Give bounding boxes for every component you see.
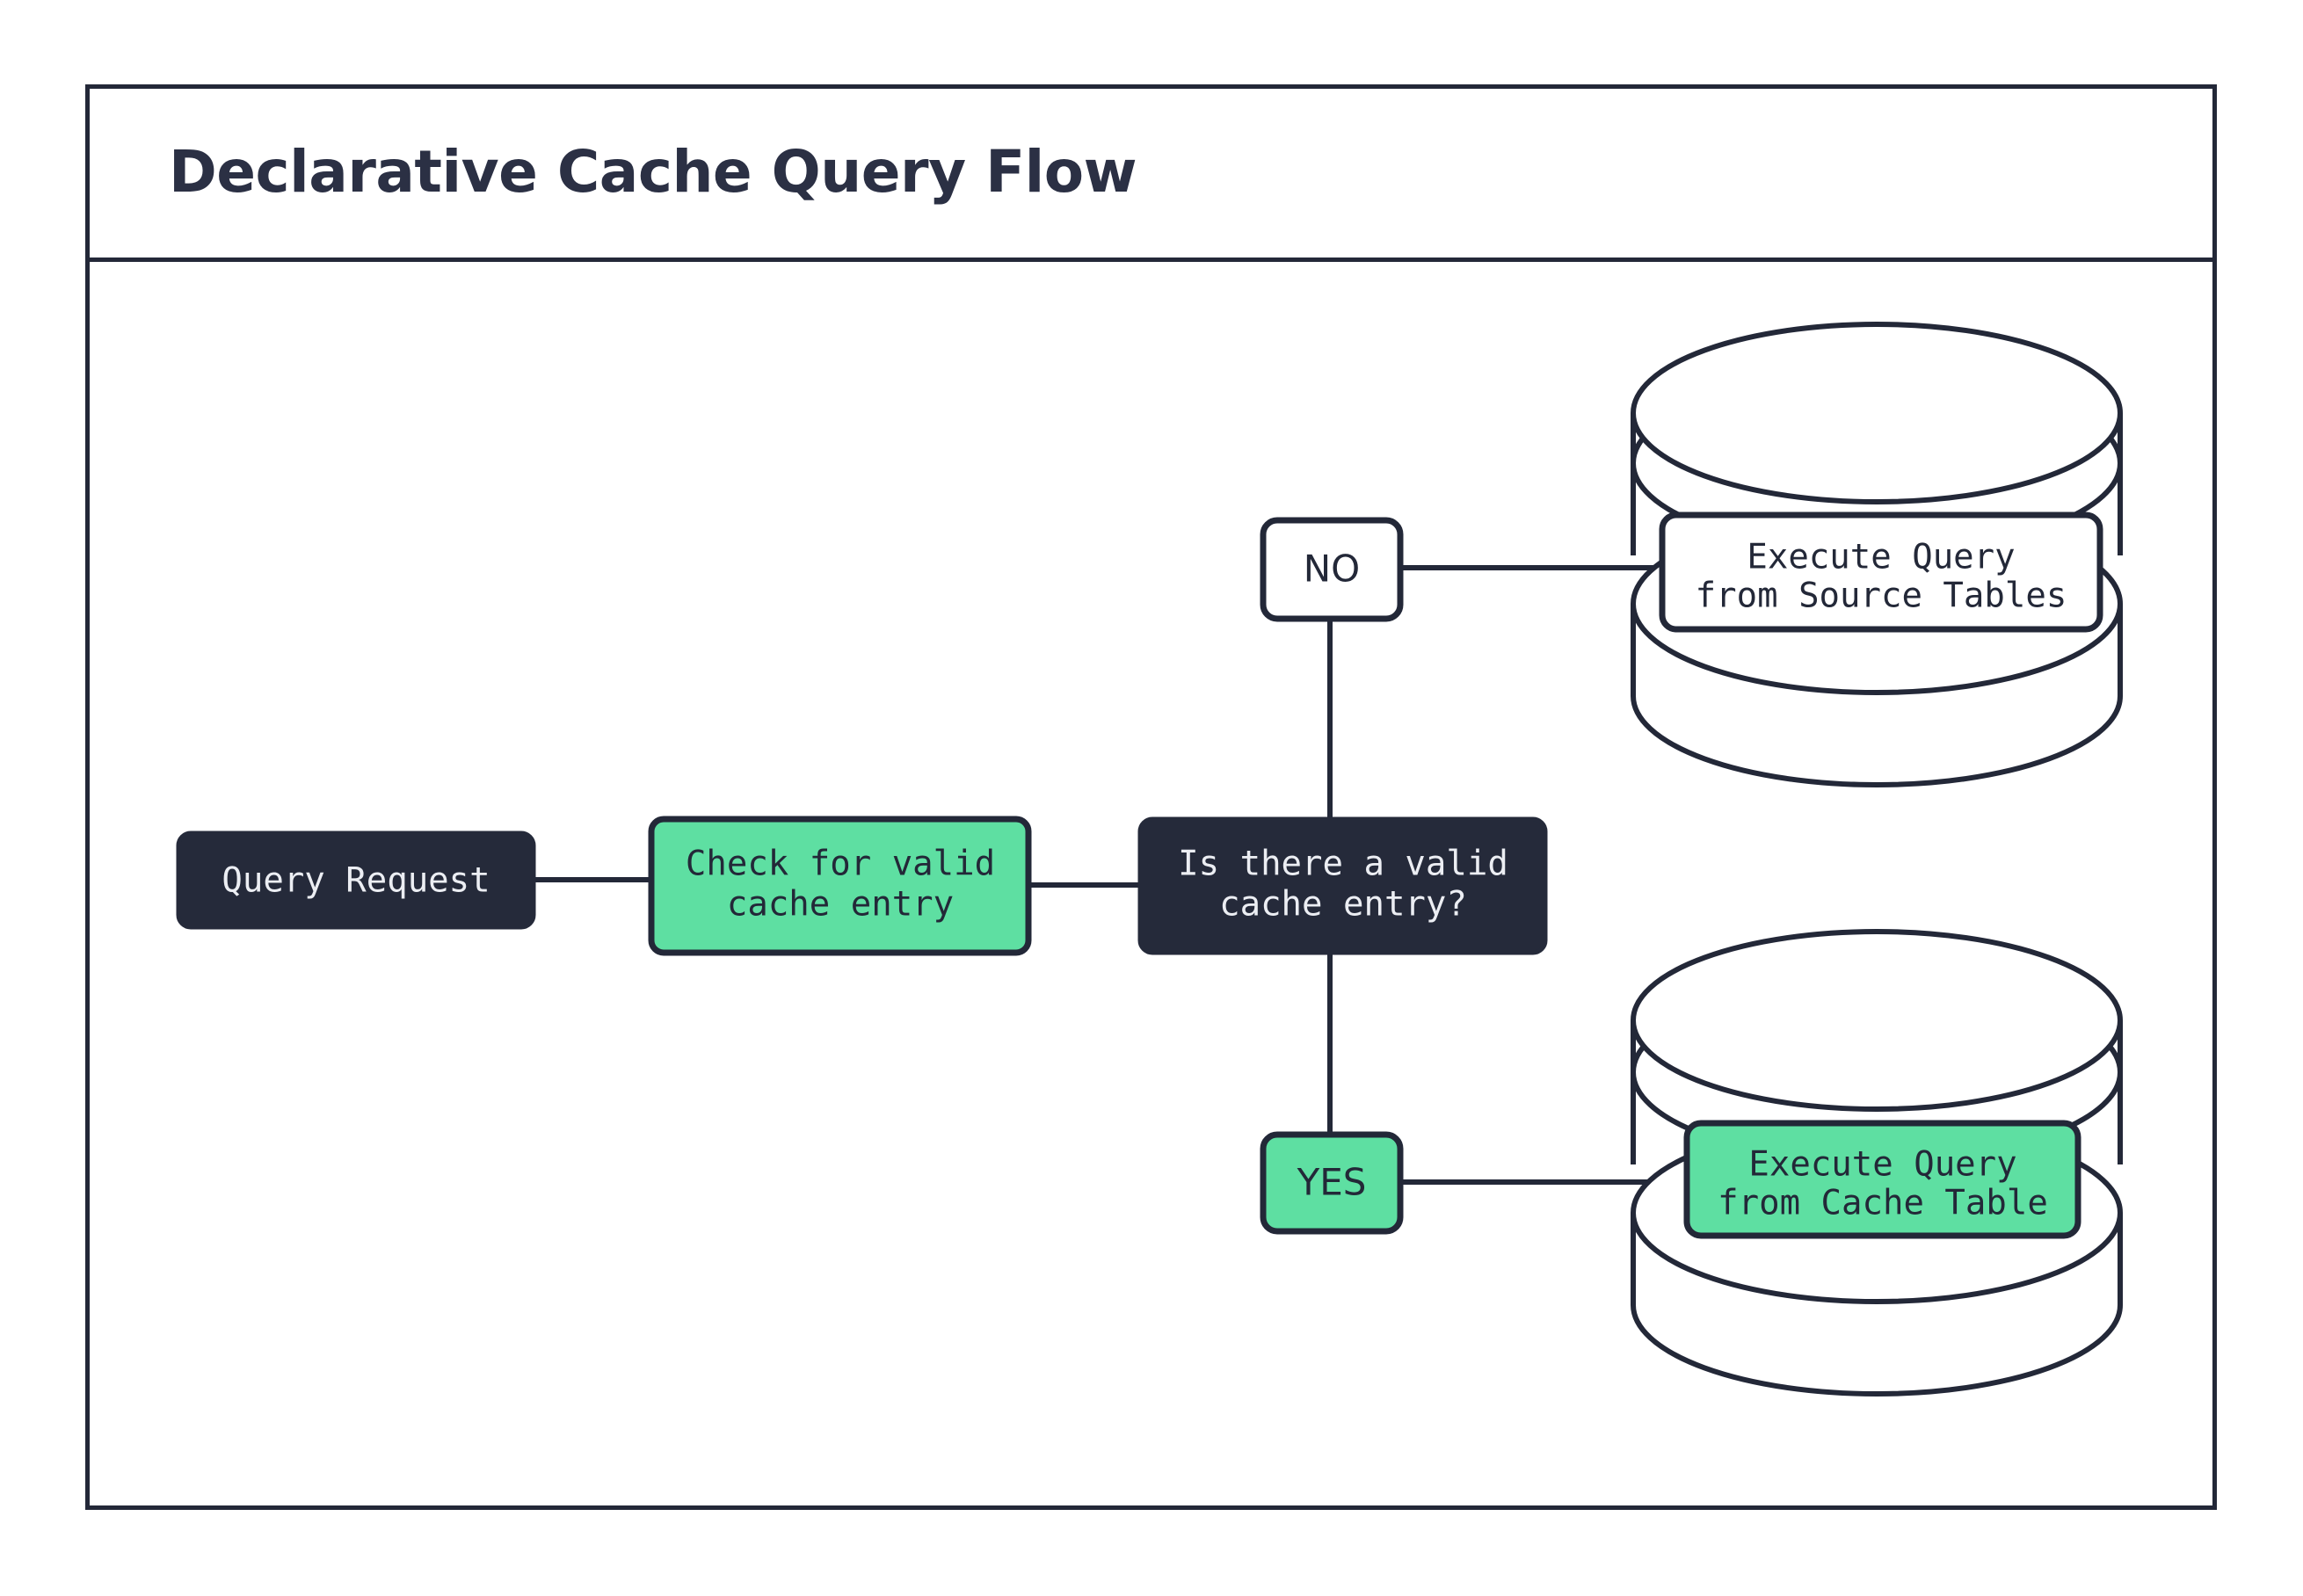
source-tables-label-line1: Execute Query	[1747, 538, 2015, 577]
page-title: Declarative Cache Query Flow	[169, 138, 1137, 206]
cache-table-label-box[interactable]: Execute Query from Cache Table	[1683, 1120, 2081, 1239]
decision-rect[interactable]	[1137, 816, 1548, 955]
node-check-cache[interactable]: Check for valid cache entry	[648, 816, 1032, 956]
check-cache-rect[interactable]	[648, 816, 1032, 956]
source-tables-label-line2: from Source Tables	[1696, 577, 2067, 616]
decision-label-line1: Is there a valid	[1178, 845, 1508, 884]
query-request-label: Query Request	[222, 861, 490, 901]
no-label-rect[interactable]	[1260, 517, 1404, 622]
yes-label-rect[interactable]	[1260, 1131, 1404, 1235]
no-label-text: NO	[1304, 548, 1360, 591]
branch-label-yes[interactable]: YES	[1260, 1131, 1404, 1235]
cache-table-label-line1: Execute Query	[1748, 1145, 2016, 1185]
source-tables-label-rect[interactable]	[1659, 511, 2103, 633]
source-tables-label-box[interactable]: Execute Query from Source Tables	[1659, 511, 2103, 633]
cache-table-label-line2: from Cache Table	[1718, 1184, 2048, 1223]
yes-label-text: YES	[1297, 1161, 1367, 1204]
node-query-request[interactable]: Query Request	[176, 831, 536, 930]
node-decision-valid-cache[interactable]: Is there a valid cache entry?	[1137, 816, 1548, 955]
cache-table-label-rect[interactable]	[1683, 1120, 2081, 1239]
query-request-rect[interactable]	[176, 831, 536, 930]
check-cache-label-line2: cache entry	[727, 885, 954, 925]
decision-label-line2: cache entry?	[1219, 885, 1467, 925]
check-cache-label-line1: Check for valid	[686, 845, 995, 884]
branch-label-no[interactable]: NO	[1260, 517, 1404, 622]
